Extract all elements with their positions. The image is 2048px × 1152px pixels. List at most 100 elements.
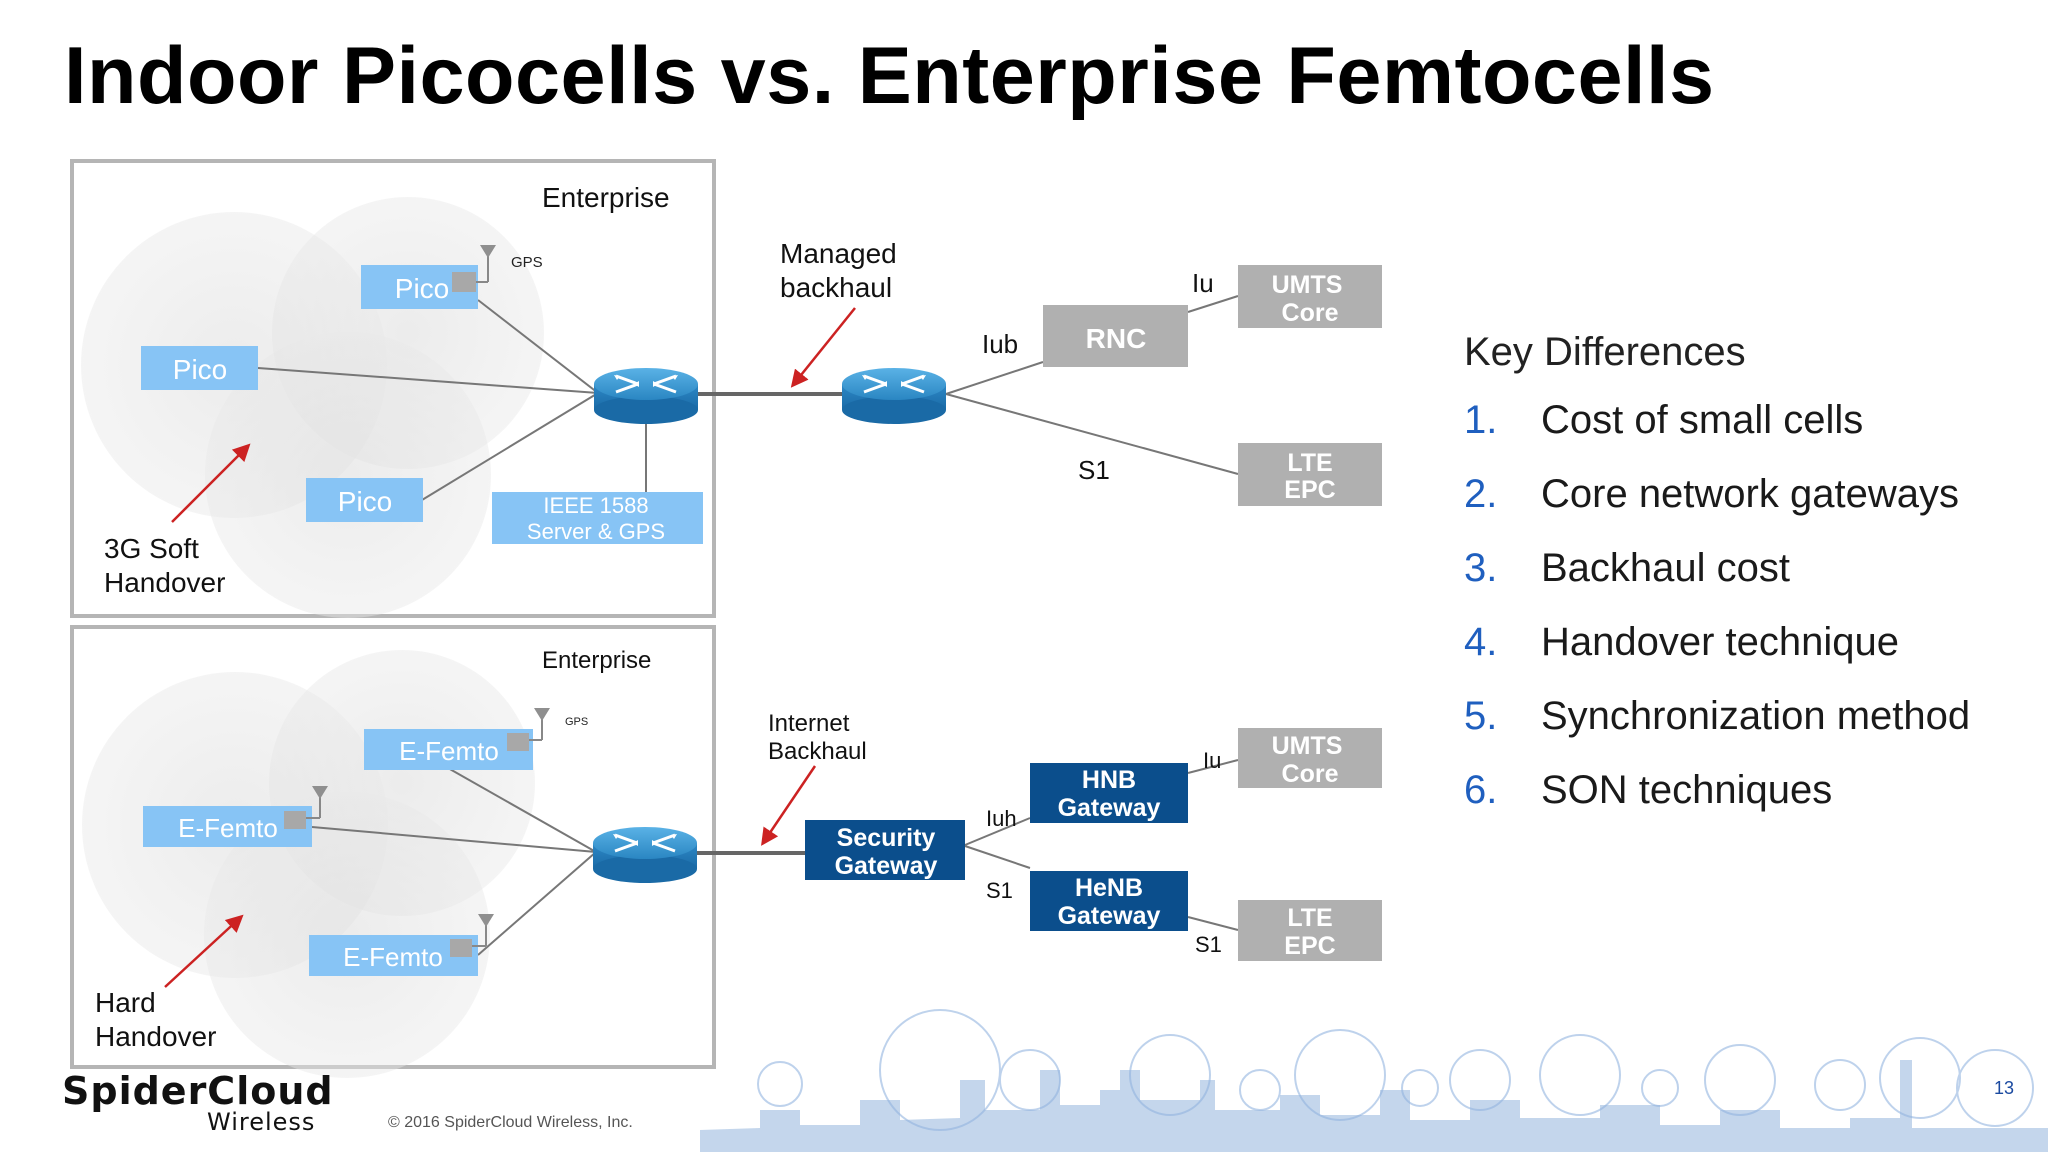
copyright-text: © 2016 SpiderCloud Wireless, Inc. (388, 1114, 633, 1131)
enterprise-label: Enterprise (542, 647, 651, 674)
list-label: Synchronization method (1541, 694, 1971, 738)
link-line (447, 767, 597, 853)
rnc-label: RNC (1086, 323, 1147, 354)
henb-gateway-box (1030, 871, 1188, 931)
s1-link (964, 845, 1031, 869)
key-differences-title: Key Differences (1464, 330, 1746, 374)
s1-label: S1 (1195, 932, 1222, 957)
backhaul-label-line1: Managed (780, 238, 897, 269)
backhaul-label-line2: Backhaul (768, 738, 867, 765)
handover-label-line1: Hard (95, 987, 156, 1018)
iuh-label: Iuh (986, 806, 1017, 831)
lte-epc-line1: LTE (1287, 449, 1332, 477)
lte-epc-line2: EPC (1284, 476, 1335, 504)
port-square (284, 811, 306, 829)
top-panel: Enterprise Pico GPS Pico Pico IEEE 1588 … (70, 159, 716, 618)
handover-label-line2: Handover (104, 567, 225, 598)
coverage-cloud (205, 332, 491, 618)
list-item: 4. Handover technique (1464, 620, 1970, 694)
router-icon (840, 366, 948, 426)
ieee-1588-server (492, 492, 703, 544)
ieee-label-line2: Server & GPS (527, 519, 665, 544)
umts-core-line2: Core (1282, 760, 1339, 788)
list-item: 5. Synchronization method (1464, 694, 1970, 768)
ieee-label-line1: IEEE 1588 (543, 493, 648, 518)
port-square (450, 939, 472, 957)
pico-label: Pico (173, 354, 227, 385)
rnc-box (1043, 305, 1188, 367)
list-item: 2.Core network gateways (1464, 472, 1970, 546)
pico-label: Pico (395, 273, 449, 304)
page-title: Indoor Picocells vs. Enterprise Femtocel… (64, 31, 1715, 121)
antenna-icon (478, 914, 494, 927)
backhaul-arrow (761, 765, 817, 846)
bottom-panel: Enterprise E-Femto GPS E-Femto E-Femto H… (70, 625, 716, 1078)
gps-label: GPS (565, 716, 588, 728)
enterprise-label: Enterprise (542, 182, 670, 213)
top-core-network: Managed backhaul RNC Iub Iu S1 UMTS Core… (698, 238, 1382, 506)
femto-cell (143, 806, 312, 847)
list-label: Handover technique (1541, 620, 1900, 664)
backhaul-arrow (790, 307, 856, 388)
femto-cell (309, 935, 478, 976)
list-label: Backhaul cost (1541, 546, 1791, 590)
logo-wordmark: SpiderCloud (62, 1069, 334, 1113)
s1-link (945, 393, 1239, 475)
security-gateway-line1: Security (837, 824, 936, 852)
list-item: 6. SON techniques (1464, 768, 1970, 842)
port-square (452, 272, 476, 292)
pico-label: Pico (338, 486, 392, 517)
pico-cell (141, 346, 258, 390)
security-gateway-box (805, 820, 965, 880)
iuh-link (964, 817, 1031, 846)
iu-link (1187, 295, 1239, 313)
security-gateway-line2: Gateway (835, 852, 938, 880)
lte-epc-line2: EPC (1284, 932, 1335, 960)
henb-gateway-line1: HeNB (1075, 874, 1143, 902)
link-line (477, 851, 597, 956)
pico-cell (306, 478, 423, 522)
bottom-core-network: Internet Backhaul Security Gateway HNB G… (697, 710, 1382, 961)
iu-label: Iu (1192, 268, 1214, 298)
logo-subtitle: Wireless (207, 1108, 316, 1136)
router-icon (592, 366, 700, 426)
henb-gateway-line2: Gateway (1058, 902, 1161, 930)
list-item: 3. Backhaul cost (1464, 546, 1970, 620)
list-item: 1.Cost of small cells (1464, 398, 1970, 472)
backhaul-label-line1: Internet (768, 710, 850, 737)
iu-link (1187, 759, 1239, 774)
gps-antenna-icon (480, 245, 496, 258)
hnb-gateway-box (1030, 763, 1188, 823)
list-number: 1. (1464, 398, 1498, 442)
iub-link (945, 361, 1044, 395)
umts-core-line1: UMTS (1272, 271, 1343, 299)
link-line (477, 299, 599, 394)
company-logo: SpiderCloud Wireless (62, 1072, 334, 1134)
link-line (421, 392, 599, 501)
hnb-gateway-line2: Gateway (1058, 794, 1161, 822)
gps-label: GPS (511, 254, 543, 271)
link-line (257, 367, 599, 394)
femto-label: E-Femto (178, 813, 278, 843)
page-number: 13 (1994, 1078, 2015, 1098)
femto-label: E-Femto (343, 942, 443, 972)
iu-label: Iu (1203, 748, 1221, 773)
backhaul-label-line2: backhaul (780, 272, 892, 303)
list-number: 4. (1464, 620, 1498, 664)
s1-label: S1 (1078, 455, 1110, 485)
link-line (311, 826, 597, 853)
list-number: 5. (1464, 694, 1498, 738)
lte-epc-line1: LTE (1287, 904, 1332, 932)
antenna-icon (312, 786, 328, 799)
list-label: SON techniques (1541, 768, 1833, 812)
list-number: 6. (1464, 768, 1498, 812)
hnb-gateway-line1: HNB (1082, 766, 1136, 794)
umts-core-line2: Core (1282, 299, 1339, 327)
handover-arrow (171, 443, 251, 523)
iub-label: Iub (982, 329, 1018, 359)
list-number: 3. (1464, 546, 1498, 590)
lte-epc-box (1238, 443, 1382, 506)
handover-arrow (164, 914, 244, 988)
handover-label-line1: 3G Soft (104, 533, 199, 564)
